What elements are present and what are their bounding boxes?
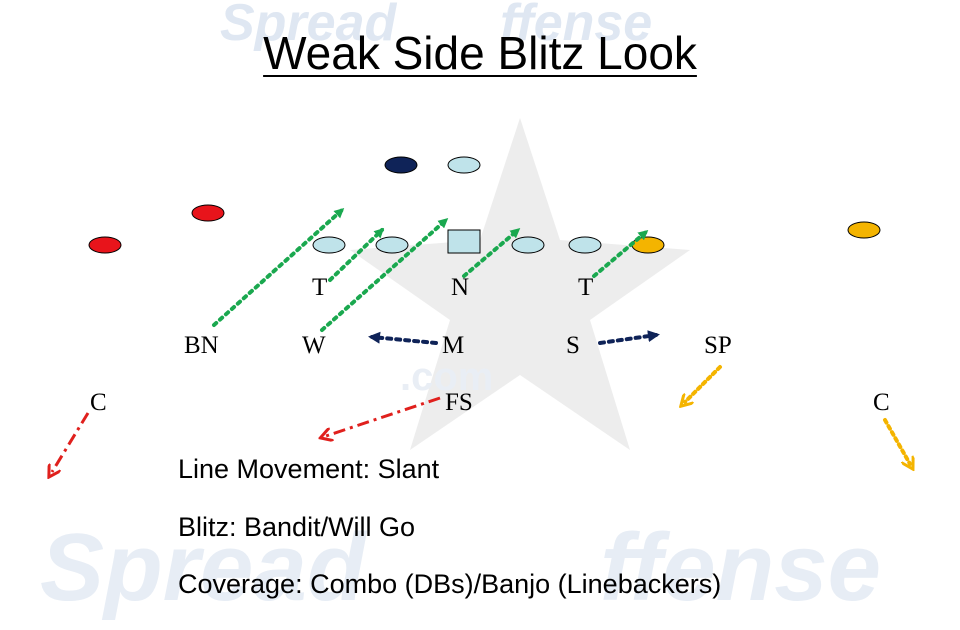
gold-receiver [847, 221, 881, 239]
arrow-sam-shift-right [598, 330, 660, 345]
watermark-bottom-right: ffense [600, 514, 881, 621]
watermark-star [350, 118, 690, 450]
watermark-top-left: Spread [220, 0, 398, 52]
offensive-lineman-2 [375, 236, 409, 254]
coverage-note: Coverage: Combo (DBs)/Banjo (Linebackers… [178, 569, 722, 599]
title-text: Weak Side Blitz Look [263, 27, 697, 79]
arrow-bandit-blitz [212, 207, 345, 327]
label-nose: N [451, 274, 469, 301]
label-will: W [302, 332, 326, 359]
arrow-tackle-left-slant [328, 227, 385, 282]
red-receiver-outside [88, 236, 122, 254]
label-corner-left: C [90, 389, 107, 416]
label-mike: M [442, 332, 464, 359]
label-spur: SP [704, 332, 732, 359]
qb-navy-player [384, 156, 418, 174]
offensive-lineman-1 [312, 236, 346, 254]
label-corner-right: C [873, 389, 890, 416]
blitz-note: Blitz: Bandit/Will Go [178, 512, 416, 542]
red-receiver-inside [191, 204, 225, 222]
arrow-nose-slant [462, 228, 521, 278]
offensive-lineman-4 [511, 236, 545, 254]
center-square [447, 229, 481, 254]
arrow-left-corner-drop [52, 412, 90, 472]
arrow-mike-shift-left [368, 331, 438, 345]
label-bandit: BN [184, 332, 219, 359]
arrow-will-blitz [320, 218, 449, 332]
label-tackle-right: T [578, 274, 593, 301]
offensive-lineman-5 [568, 236, 602, 254]
watermark-top-right: ffense [500, 0, 652, 52]
arrow-tackle-right-slant [592, 230, 649, 278]
watermark-bottom-left: Spread [40, 514, 368, 621]
arrow-free-safety-drop [326, 396, 441, 436]
label-free-safety: FS [445, 389, 473, 416]
label-tackle-left: T [312, 274, 327, 301]
arrow-right-corner-drop [883, 418, 910, 464]
watermark-mid-com: .com [400, 355, 493, 399]
line-movement-note: Line Movement: Slant [178, 454, 440, 484]
rb-player [447, 156, 481, 174]
label-sam: S [566, 332, 580, 359]
page-title: Weak Side Blitz Look [0, 26, 960, 80]
arrow-spur-drop [685, 365, 722, 402]
